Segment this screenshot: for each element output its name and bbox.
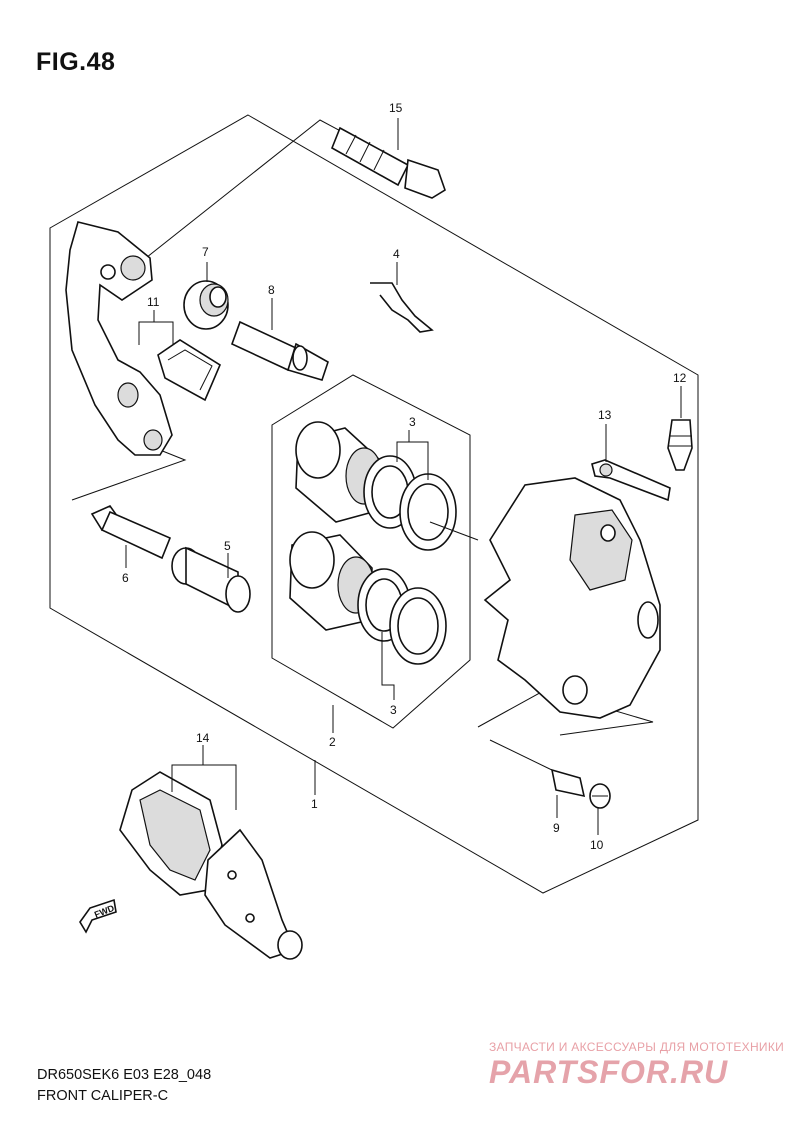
assembly-outline	[49, 114, 699, 894]
callout-10: 10	[590, 838, 604, 852]
callout-15: 15	[389, 101, 403, 115]
figure-name: FRONT CALIPER-C	[37, 1088, 169, 1104]
callout-9: 9	[553, 821, 560, 835]
piston-leader-upper	[429, 521, 479, 541]
pin-6	[90, 505, 172, 560]
bolt-15	[330, 126, 446, 199]
callout-11: 11	[147, 295, 160, 309]
pad-spring-11	[157, 339, 222, 402]
watermark-text: ЗАПЧАСТИ И АКСЕССУАРЫ ДЛЯ МОТОТЕХНИКИ	[489, 1040, 785, 1054]
callout-leaders	[125, 118, 682, 835]
clip-4	[370, 282, 434, 333]
callout-5: 5	[224, 539, 231, 553]
callout-6: 6	[122, 571, 129, 585]
boot-7	[183, 280, 229, 330]
callout-3a: 3	[409, 415, 416, 429]
callout-7: 7	[202, 245, 209, 259]
caliper-bracket	[65, 221, 173, 456]
forward-arrow: FWD	[79, 898, 117, 934]
watermark-logo: PARTSFOR.RU	[489, 1054, 729, 1090]
callout-1: 1	[311, 797, 318, 811]
figure-title: FIG.48	[36, 48, 116, 76]
piston-lower	[289, 531, 375, 631]
cap-13	[591, 459, 671, 502]
pin-leader	[71, 447, 187, 501]
callout-12: 12	[673, 371, 687, 385]
pin-8	[230, 320, 329, 381]
brake-pads-14	[119, 771, 303, 960]
seal-upper	[363, 455, 457, 551]
pin-9	[489, 739, 586, 798]
callout-2: 2	[329, 735, 336, 749]
caliper-body	[483, 477, 661, 719]
bleeder-12	[667, 419, 693, 471]
plug-10	[589, 783, 611, 809]
model-code: DR650SEK6 E03 E28_048	[37, 1067, 212, 1083]
callout-13: 13	[598, 408, 612, 422]
piston-kit-outline	[271, 374, 471, 729]
callout-4: 4	[393, 247, 400, 261]
callout-8: 8	[268, 283, 275, 297]
callout-3b: 3	[390, 703, 397, 717]
callout-14: 14	[196, 731, 210, 745]
seal-lower	[357, 568, 447, 665]
boot-5	[171, 546, 251, 613]
